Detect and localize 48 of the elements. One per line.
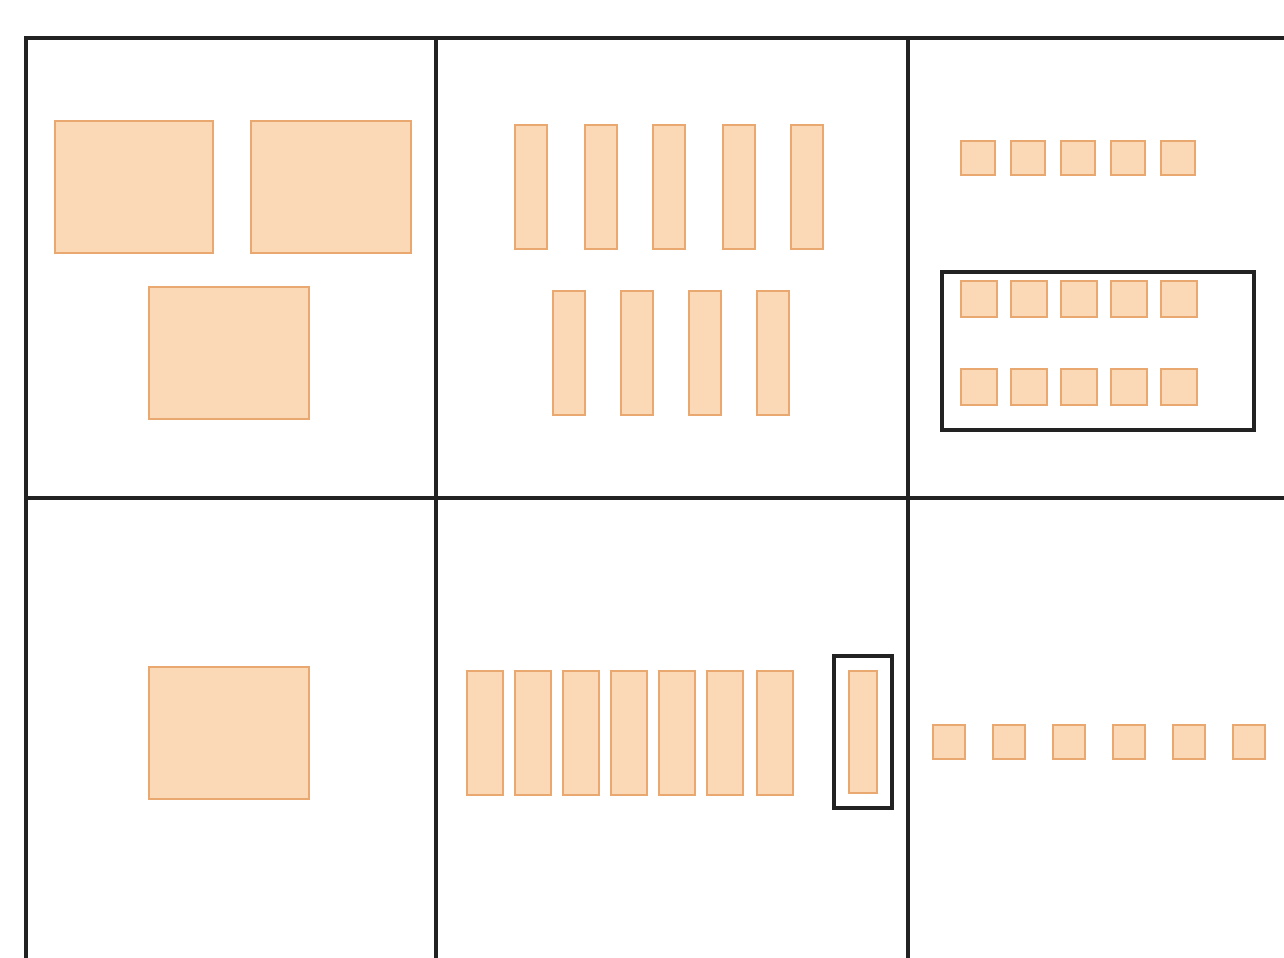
block: [610, 670, 648, 796]
block: [848, 670, 878, 794]
block: [584, 124, 618, 250]
block: [552, 290, 586, 416]
table-cell: [24, 36, 438, 500]
block: [960, 280, 998, 318]
table-cell: [910, 36, 1284, 500]
block: [652, 124, 686, 250]
block: [620, 290, 654, 416]
block: [688, 290, 722, 416]
block: [992, 724, 1026, 760]
block: [1160, 140, 1196, 176]
block: [756, 290, 790, 416]
block: [932, 724, 966, 760]
block: [148, 666, 310, 800]
block: [1010, 280, 1048, 318]
block: [514, 670, 552, 796]
block: [1232, 724, 1266, 760]
block: [466, 670, 504, 796]
block: [1110, 280, 1148, 318]
block: [1060, 280, 1098, 318]
block: [1010, 140, 1046, 176]
block: [562, 670, 600, 796]
outline-frame: [940, 270, 1256, 432]
block: [1160, 280, 1198, 318]
block: [1060, 368, 1098, 406]
block: [658, 670, 696, 796]
block: [960, 368, 998, 406]
block: [1060, 140, 1096, 176]
block: [722, 124, 756, 250]
block: [706, 670, 744, 796]
block: [1052, 724, 1086, 760]
table-cell: [24, 500, 438, 958]
block: [756, 670, 794, 796]
block: [1160, 368, 1198, 406]
block: [514, 124, 548, 250]
block: [960, 140, 996, 176]
table-cell: [438, 36, 910, 500]
block: [1010, 368, 1048, 406]
outline-frame: [832, 654, 894, 810]
block: [1172, 724, 1206, 760]
block: [1110, 140, 1146, 176]
block: [1112, 724, 1146, 760]
block: [790, 124, 824, 250]
block: [250, 120, 412, 254]
block: [54, 120, 214, 254]
block: [148, 286, 310, 420]
block: [1110, 368, 1148, 406]
